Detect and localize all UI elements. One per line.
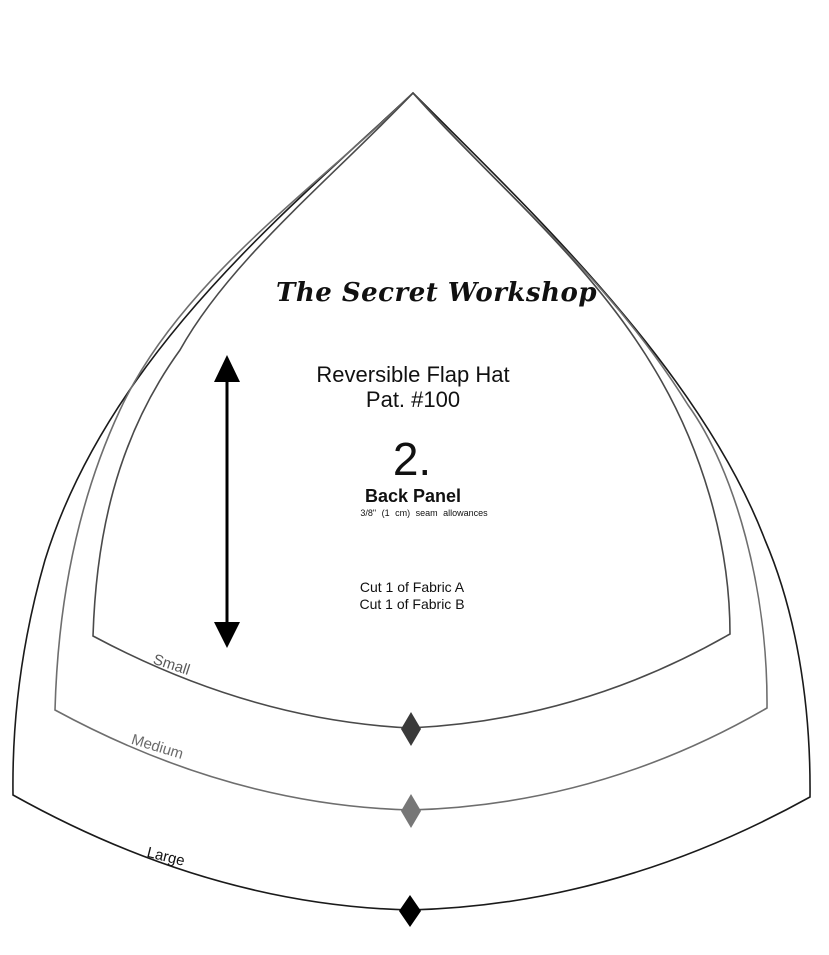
grainline-arrow <box>214 355 240 648</box>
arrowhead-up-icon <box>214 355 240 382</box>
piece-number-text: 2. <box>392 433 432 485</box>
cut-instruction-b-text: Cut 1 of Fabric B <box>359 596 465 612</box>
pattern-title-text: Reversible Flap Hat <box>316 362 510 387</box>
notch-medium-icon <box>401 794 421 828</box>
arrowhead-down-icon <box>214 622 240 648</box>
piece-name-text: Back Panel <box>364 486 462 506</box>
seam-allowance-text: 3/8" (1 cm) seam allowances <box>360 508 488 518</box>
cut-instruction-a-text: Cut 1 of Fabric A <box>359 579 465 595</box>
pattern-number-text: Pat. #100 <box>365 387 461 412</box>
notch-small-icon <box>401 712 421 746</box>
notch-large-icon <box>399 895 421 927</box>
brand-name: The Secret Workshop <box>276 278 597 308</box>
